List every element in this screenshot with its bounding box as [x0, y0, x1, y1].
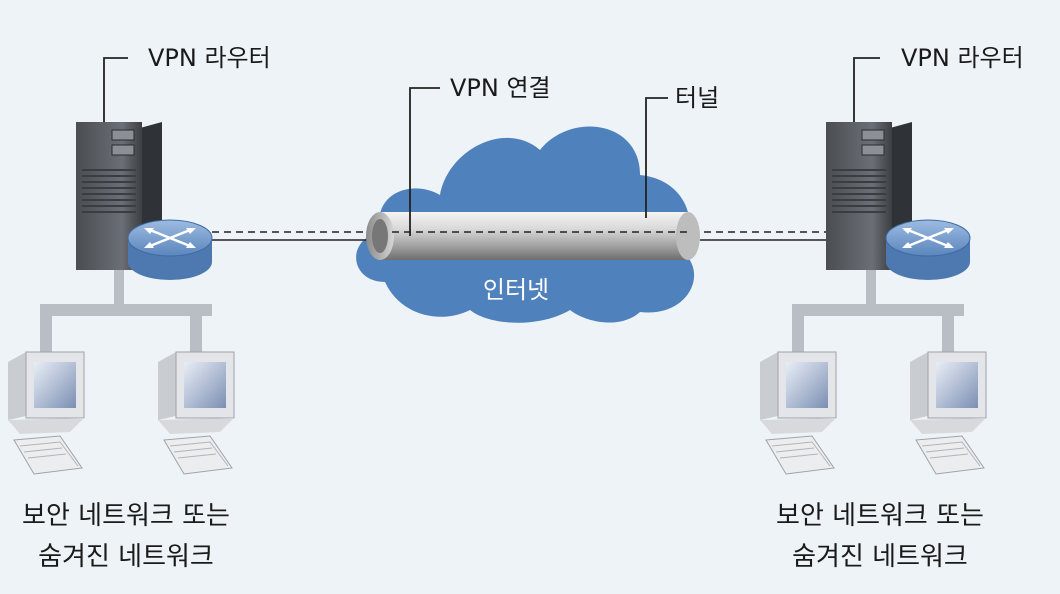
tunnel-label: 터널: [675, 84, 719, 112]
router-icon-left: [127, 219, 213, 280]
network-label-left-line2: 숨겨진 네트워크: [38, 542, 214, 572]
vpn-connection-label: VPN 연결: [450, 74, 551, 102]
vpn-router-label-right: VPN 라우터: [901, 44, 1024, 72]
router-icon-right: [885, 219, 971, 280]
network-label-right-line1: 보안 네트워크 또는: [776, 501, 984, 531]
internet-label: 인터넷: [483, 276, 549, 304]
vpn-router-label-left: VPN 라우터: [148, 44, 271, 72]
leader-vpn-connection: [409, 87, 440, 236]
workstation-icon-right-1: [760, 351, 837, 475]
workstation-icon-left-1: [8, 351, 85, 475]
network-label-right-line2: 숨겨진 네트워크: [792, 542, 968, 572]
leader-router-left: [103, 57, 128, 122]
lan-connector-right: [792, 270, 964, 356]
leader-tunnel: [645, 97, 668, 218]
leader-router-right: [853, 57, 880, 122]
left-site: 보안 네트워크 또는 숨겨진 네트워크: [8, 122, 235, 572]
workstation-icon-left-2: [158, 351, 235, 475]
workstation-icon-right-2: [910, 351, 987, 475]
tunnel-tube: [366, 212, 700, 260]
lan-connector-left: [40, 270, 212, 356]
network-label-left-line1: 보안 네트워크 또는: [22, 501, 230, 531]
right-site: 보안 네트워크 또는 숨겨진 네트워크: [760, 122, 987, 572]
callout-leaders: [103, 57, 880, 236]
